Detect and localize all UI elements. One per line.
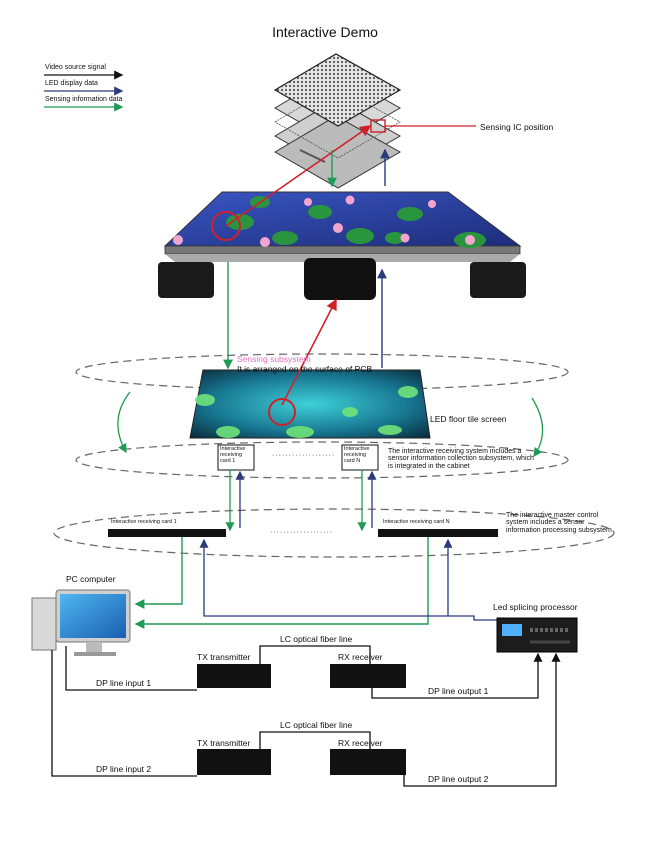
- rx-1-label: RX receiver: [338, 652, 383, 662]
- dp-output-2-label: DP line output 2: [428, 774, 489, 784]
- floor-tile-screen: [189, 369, 431, 439]
- cabinet-box: [304, 258, 376, 300]
- tx-2-label: TX transmitter: [197, 738, 251, 748]
- master-system-note: The interactive master control system in…: [506, 512, 612, 534]
- red-arrow-bottom: [281, 298, 337, 406]
- card-n-label: Interactive receiving card N: [344, 446, 370, 464]
- sensing-circle-top: [211, 211, 241, 241]
- master-ellipsis: ···················: [270, 529, 334, 536]
- fiber-line-1: [259, 645, 371, 664]
- pc-to-tx1: [65, 646, 197, 691]
- tx-device-2: [197, 749, 271, 775]
- dp-output-1-label: DP line output 1: [428, 686, 489, 696]
- splicer-to-master1: [199, 538, 498, 621]
- rx-device-1: [330, 664, 406, 688]
- pcb-note: It is arranged on the surface of PCB: [237, 364, 373, 374]
- mastern-to-pc: [134, 537, 429, 629]
- legend-label-video: Video source signal: [45, 64, 106, 71]
- master-device-n: [378, 529, 498, 537]
- pc-to-tx2: [51, 650, 197, 777]
- master-ellipse: [53, 508, 615, 558]
- legend-label-led: LED display data: [45, 80, 98, 87]
- rx2-to-splicer: [403, 652, 561, 787]
- pc-tower: [31, 597, 57, 651]
- tx-device-1: [197, 664, 271, 688]
- receiving-card-1-box: [217, 444, 255, 471]
- master-device-1: [108, 529, 226, 537]
- splicer-label: Led splicing processor: [493, 602, 578, 612]
- page-title: Interactive Demo: [272, 24, 378, 40]
- module-base: [274, 115, 402, 189]
- legend-arrows: [44, 70, 124, 112]
- rx-device-2: [330, 749, 406, 775]
- master-card-n-label: Interactive receiving card N: [383, 519, 450, 525]
- card-1-label: Interactive receiving card 1: [220, 446, 246, 464]
- tx-1-label: TX transmitter: [197, 652, 251, 662]
- master-card-1-label: Interactive receiving card 1: [111, 519, 177, 525]
- leg-right: [470, 262, 526, 298]
- sensing-subsystem-label: Sensing subsystem: [237, 354, 311, 364]
- cards-ellipsis: ···················: [272, 452, 336, 459]
- curve-arrow-right: [531, 397, 544, 458]
- dp-input-2-label: DP line input 2: [96, 764, 152, 774]
- fiber-1-label: LC optical fiber line: [280, 634, 353, 644]
- sensing-circle-screen: [268, 398, 296, 426]
- receiving-ellipse: [75, 441, 569, 479]
- splicing-processor: [496, 617, 578, 653]
- red-arrow-top: [225, 125, 372, 227]
- led-panel-top: [273, 53, 402, 127]
- fiber-line-2: [259, 731, 371, 749]
- dp-input-1-label: DP line input 1: [96, 678, 152, 688]
- pc-computer: [31, 589, 131, 656]
- receiving-system-note: The interactive receiving system include…: [388, 448, 534, 470]
- leg-left: [158, 262, 214, 298]
- fiber-2-label: LC optical fiber line: [280, 720, 353, 730]
- rx1-to-splicer: [371, 652, 543, 699]
- pc-label: PC computer: [66, 574, 116, 584]
- legend-label-sensing: Sensing information data: [45, 96, 123, 103]
- rx-2-label: RX receiver: [338, 738, 383, 748]
- receiving-card-n-box: [341, 444, 379, 471]
- master1-to-pc: [134, 537, 183, 609]
- sensing-ic-label: Sensing IC position: [480, 122, 554, 132]
- floor-tile-label: LED floor tile screen: [430, 414, 507, 424]
- curve-arrow-left: [117, 391, 131, 454]
- led-floor-tile: [158, 191, 526, 300]
- exploded-module: [273, 53, 402, 189]
